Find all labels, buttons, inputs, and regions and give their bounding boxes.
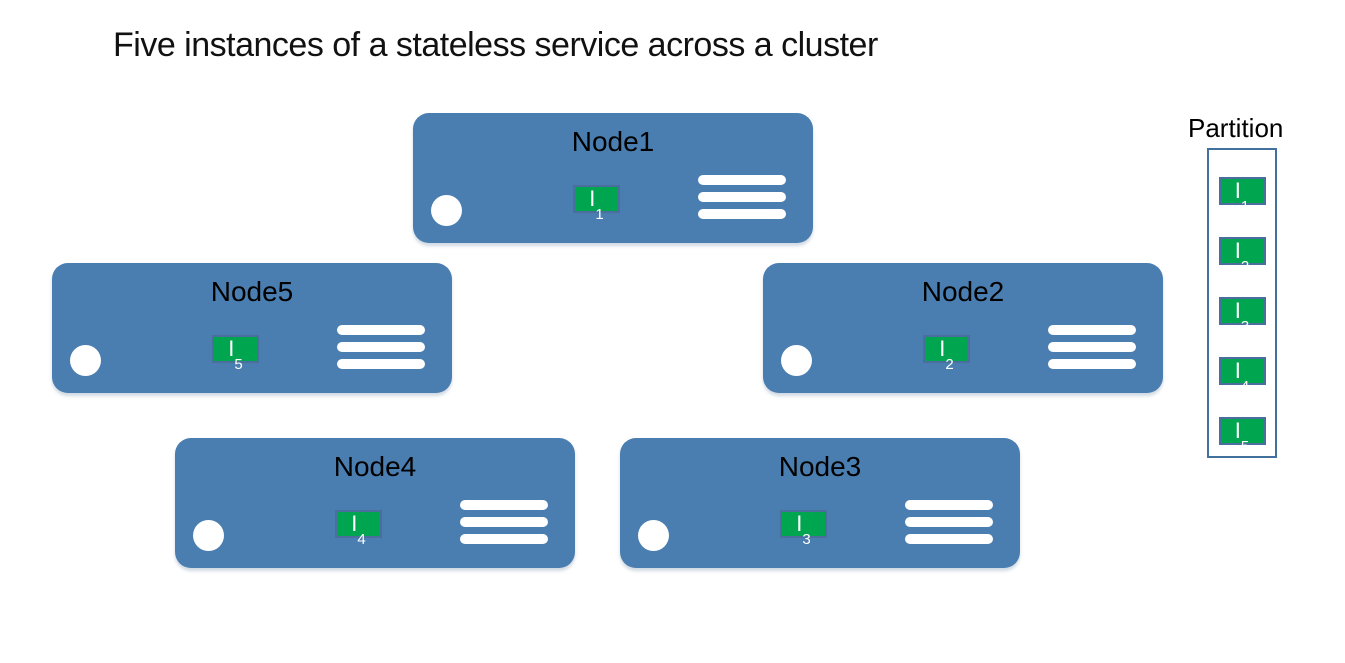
instance-subscript: 3 — [1240, 318, 1250, 336]
instance-subscript: 4 — [357, 531, 366, 549]
power-circle-icon — [70, 345, 101, 376]
instance-label: I — [1234, 358, 1241, 383]
instance-subscript: 4 — [1240, 378, 1250, 396]
instance-subscript: 2 — [1240, 258, 1250, 276]
instance-subscript: 5 — [1240, 438, 1250, 456]
partition-title: Partition — [1188, 113, 1284, 143]
instance-badge: I2 — [923, 335, 970, 372]
power-circle-icon — [431, 195, 462, 226]
instance-subscript: 1 — [1240, 198, 1250, 216]
instance-label: I — [1234, 178, 1241, 203]
instance-label: I — [351, 511, 358, 536]
node-name: Node4 — [333, 451, 417, 482]
node-card-node3: Node3 I3 — [620, 438, 1020, 568]
partition-box: I1 I2 I3 I4 I5 — [1207, 148, 1277, 458]
instance-badge: I1 — [573, 185, 620, 222]
node-name: Node2 — [921, 276, 1005, 307]
partition-instance-badge: I3 — [1218, 297, 1266, 334]
power-circle-icon — [781, 345, 812, 376]
partition-instance-badge: I5 — [1218, 417, 1266, 454]
instance-label: I — [939, 336, 946, 361]
instance-subscript: 5 — [234, 356, 243, 374]
server-vents-icon — [337, 325, 425, 369]
diagram-title: Five instances of a stateless service ac… — [113, 26, 878, 64]
partition-instance-badge: I1 — [1218, 177, 1266, 214]
instance-badge: I4 — [335, 510, 382, 547]
node-name: Node1 — [571, 126, 655, 157]
instance-label: I — [796, 511, 803, 536]
instance-badge: I3 — [780, 510, 827, 547]
node-card-node2: Node2 I2 — [763, 263, 1163, 393]
instance-label: I — [589, 186, 596, 211]
server-vents-icon — [698, 175, 786, 219]
instance-label: I — [1234, 418, 1241, 443]
server-vents-icon — [1048, 325, 1136, 369]
power-circle-icon — [638, 520, 669, 551]
power-circle-icon — [193, 520, 224, 551]
node-name: Node5 — [210, 276, 294, 307]
node-card-node1: Node1 I1 — [413, 113, 813, 243]
node-card-node5: Node5 I5 — [52, 263, 452, 393]
instance-subscript: 1 — [595, 206, 604, 224]
instance-subscript: 2 — [945, 356, 954, 374]
node-card-node4: Node4 I4 — [175, 438, 575, 568]
instance-label: I — [1234, 238, 1241, 263]
node-name: Node3 — [778, 451, 862, 482]
partition-instance-badge: I2 — [1218, 237, 1266, 274]
instance-label: I — [1234, 298, 1241, 323]
partition-instance-badge: I4 — [1218, 357, 1266, 394]
instance-subscript: 3 — [802, 531, 811, 549]
instance-badge: I5 — [212, 335, 259, 372]
instance-label: I — [228, 336, 235, 361]
server-vents-icon — [460, 500, 548, 544]
server-vents-icon — [905, 500, 993, 544]
